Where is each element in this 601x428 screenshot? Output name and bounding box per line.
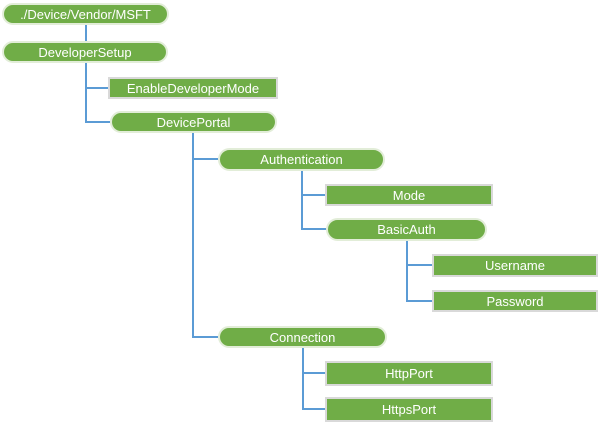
connector-branch-authentication [192,158,218,160]
connector-branch-connection [192,336,218,338]
connector-branch-httpport [302,372,325,374]
node-httpport: HttpPort [325,361,493,386]
connector-branch-username [406,264,432,266]
node-deviceportal: DevicePortal [110,111,277,133]
connector-connection-stem [302,348,304,410]
connector-branch-password [406,300,432,302]
connector-basicauth-stem [406,241,408,302]
connector-branch-mode [301,194,325,196]
node-enabledevelopermode: EnableDeveloperMode [108,77,278,99]
node-mode: Mode [325,184,493,206]
node-root-msft: ./Device/Vendor/MSFT [2,3,169,25]
connector-deviceportal-stem [192,133,194,338]
node-connection: Connection [218,326,387,348]
connector-root-stem [85,25,87,41]
connector-branch-enabledevelopermode [85,87,108,89]
connector-branch-deviceportal [85,121,110,123]
connector-authentication-stem [301,171,303,230]
node-username: Username [432,254,598,277]
node-httpsport: HttpsPort [325,397,493,422]
connector-branch-basicauth [301,228,326,230]
node-authentication: Authentication [218,148,385,171]
node-basicauth: BasicAuth [326,218,487,241]
connector-branch-httpsport [302,408,325,410]
node-developersetup: DeveloperSetup [2,41,168,63]
connector-developersetup-stem [85,63,87,123]
node-password: Password [432,290,598,312]
